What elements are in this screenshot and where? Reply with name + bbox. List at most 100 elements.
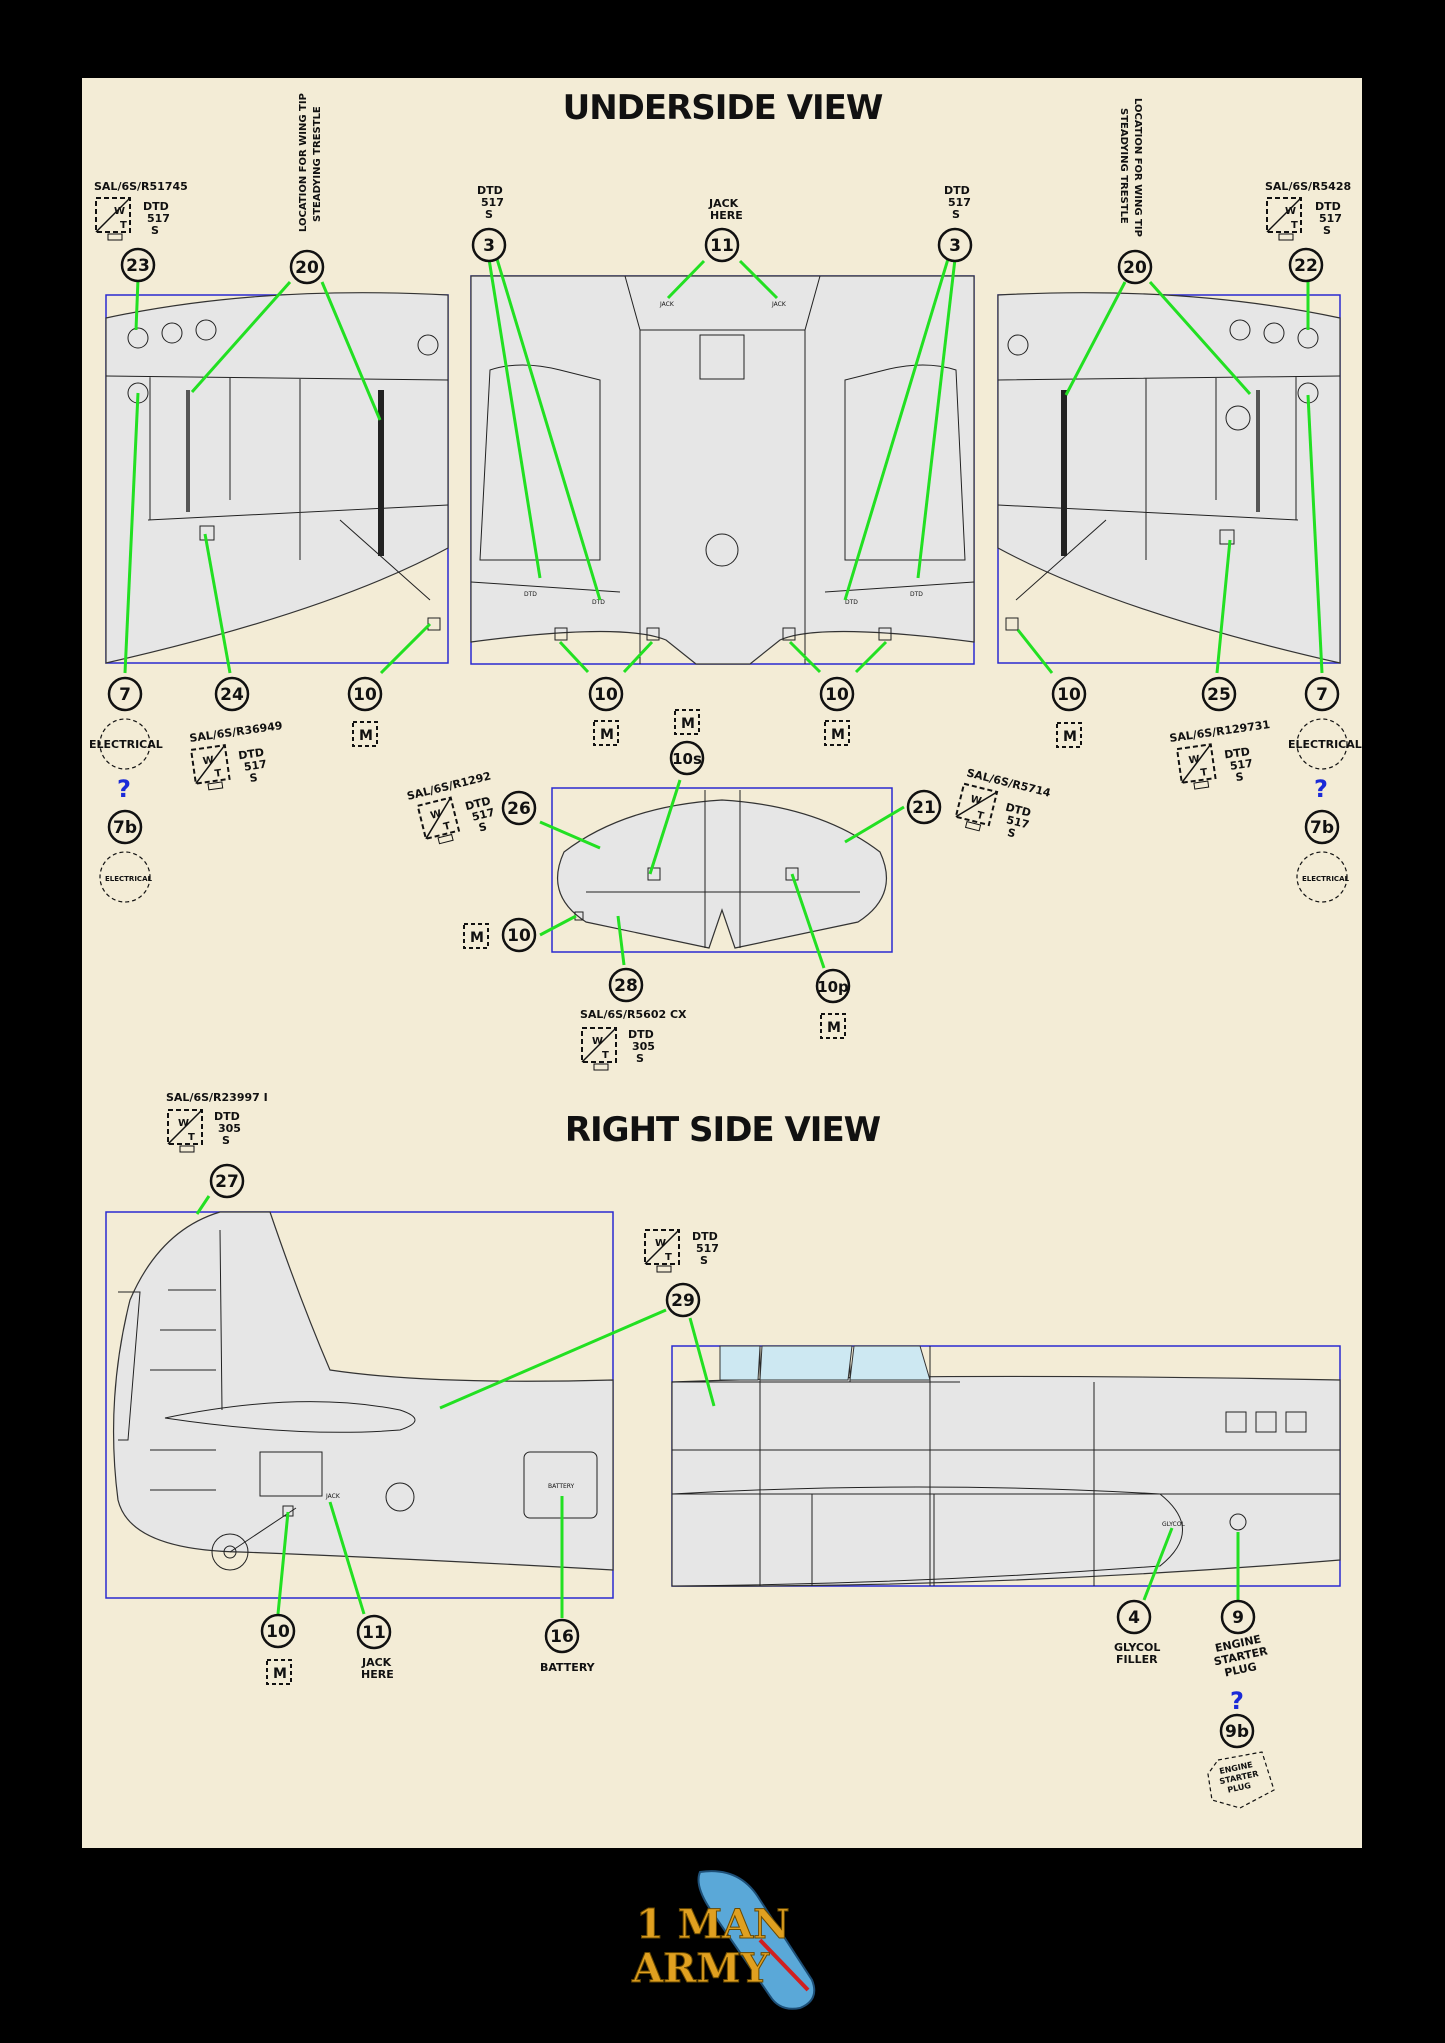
svg-text:3: 3	[483, 236, 495, 256]
svg-text:ARMY: ARMY	[631, 1945, 770, 1992]
svg-text:GLYCOL: GLYCOL	[1114, 1641, 1160, 1654]
callout-25: 25	[1201, 676, 1237, 712]
svg-text:S: S	[151, 224, 159, 237]
svg-text:DTD: DTD	[477, 184, 503, 197]
callout-20-right: 20	[1117, 249, 1153, 285]
svg-text:517: 517	[147, 212, 170, 225]
svg-text:STEADYING TRESTLE: STEADYING TRESTLE	[312, 106, 323, 222]
svg-text:HERE: HERE	[710, 209, 743, 222]
svg-text:JACK: JACK	[708, 197, 739, 210]
svg-text:S: S	[952, 208, 960, 221]
svg-text:3: 3	[949, 236, 961, 256]
callout-3-left: 3	[471, 227, 507, 263]
underside-view-heading: UNDERSIDE VIEW	[562, 88, 884, 128]
svg-text:M: M	[1063, 729, 1077, 745]
callout-7b-right: 7b	[1304, 809, 1340, 845]
callout-circles: 23 20 3 11 3 20 22 7 24 10 10 10 10 25 7…	[107, 227, 1340, 1749]
svg-text:BATTERY: BATTERY	[548, 1483, 575, 1490]
svg-text:20: 20	[295, 258, 319, 278]
callout-27: 27	[209, 1163, 245, 1199]
svg-text:DTD: DTD	[592, 599, 605, 606]
svg-text:517: 517	[1319, 212, 1342, 225]
svg-text:W: W	[114, 206, 125, 217]
svg-text:M: M	[600, 727, 614, 743]
svg-text:SAL/6S/R51745: SAL/6S/R51745	[94, 180, 188, 193]
svg-text:LOCATION FOR WING TIP: LOCATION FOR WING TIP	[298, 93, 309, 232]
svg-text:T: T	[602, 1050, 609, 1061]
svg-text:T: T	[665, 1252, 672, 1263]
svg-text:ELECTRICAL: ELECTRICAL	[89, 738, 163, 751]
svg-text:W: W	[178, 1118, 189, 1129]
svg-text:S: S	[636, 1052, 644, 1065]
svg-text:M: M	[470, 930, 484, 946]
svg-text:M: M	[359, 728, 373, 744]
svg-text:W: W	[592, 1036, 603, 1047]
svg-text:ELECTRICAL: ELECTRICAL	[105, 875, 152, 883]
svg-text:T: T	[442, 821, 451, 833]
callout-10s: 10s	[669, 740, 705, 776]
svg-text:22: 22	[1294, 256, 1318, 276]
svg-text:305: 305	[218, 1122, 241, 1135]
svg-text:ELECTRICAL: ELECTRICAL	[1288, 738, 1362, 751]
svg-text:27: 27	[215, 1172, 239, 1192]
svg-text:SAL/6S/R23997 I: SAL/6S/R23997 I	[166, 1091, 268, 1104]
svg-text:DTD: DTD	[143, 200, 169, 213]
svg-text:DTD: DTD	[845, 599, 858, 606]
callout-10-leftwing: 10	[347, 676, 383, 712]
svg-text:STEADYING TRESTLE: STEADYING TRESTLE	[1118, 108, 1129, 224]
callout-11-side: 11	[356, 1614, 392, 1650]
underside-right-wing	[997, 292, 1341, 664]
callout-3-right: 3	[937, 227, 973, 263]
svg-text:M: M	[273, 1666, 287, 1682]
svg-text:517: 517	[481, 196, 504, 209]
svg-text:DTD: DTD	[464, 794, 492, 813]
svg-text:ELECTRICAL: ELECTRICAL	[1302, 875, 1349, 883]
svg-text:S: S	[485, 208, 493, 221]
svg-text:16: 16	[550, 1627, 574, 1647]
svg-text:7: 7	[119, 685, 131, 705]
svg-text:DTD: DTD	[628, 1028, 654, 1041]
svg-text:DTD: DTD	[692, 1230, 718, 1243]
svg-text:9: 9	[1232, 1608, 1244, 1628]
svg-text:10: 10	[594, 685, 618, 705]
svg-text:BATTERY: BATTERY	[540, 1661, 596, 1674]
svg-text:7b: 7b	[113, 818, 137, 838]
svg-text:JACK: JACK	[325, 1493, 341, 1500]
callout-4: 4	[1116, 1599, 1152, 1635]
svg-text:517: 517	[471, 806, 496, 824]
svg-text:M: M	[681, 716, 695, 732]
callout-10-centre-right: 10	[819, 676, 855, 712]
svg-text:4: 4	[1128, 1608, 1140, 1628]
svg-text:11: 11	[362, 1623, 386, 1643]
svg-text:W: W	[1188, 754, 1200, 766]
callout-21: 21	[906, 789, 942, 825]
svg-text:S: S	[477, 820, 488, 835]
svg-text:29: 29	[671, 1291, 695, 1311]
callout-20-left: 20	[289, 249, 325, 285]
svg-text:S: S	[222, 1134, 230, 1147]
svg-text:10: 10	[266, 1622, 290, 1642]
svg-text:1 MAN: 1 MAN	[636, 1901, 790, 1948]
svg-text:DTD: DTD	[1223, 745, 1250, 761]
svg-text:DTD: DTD	[944, 184, 970, 197]
callout-10p: 10p	[815, 968, 851, 1004]
svg-text:JACK: JACK	[659, 301, 675, 308]
callout-28: 28	[608, 967, 644, 1003]
svg-text:FILLER: FILLER	[1116, 1653, 1158, 1666]
callout-7-left: 7	[107, 676, 143, 712]
svg-text:JACK: JACK	[771, 301, 787, 308]
svg-text:9b: 9b	[1225, 1722, 1249, 1742]
underside-tailplane	[551, 787, 893, 953]
svg-text:T: T	[120, 220, 127, 231]
one-man-army-logo: 1 MAN ARMY	[631, 1870, 816, 2010]
svg-text:DTD: DTD	[214, 1110, 240, 1123]
svg-text:DTD: DTD	[1004, 801, 1032, 820]
svg-text:517: 517	[1005, 813, 1030, 831]
callout-26: 26	[501, 790, 537, 826]
m-stencil-markers: M M M M M M M M	[266, 709, 1082, 1685]
callout-leader-lines	[123, 258, 1324, 1618]
svg-text:DTD: DTD	[910, 591, 923, 598]
svg-text:10: 10	[1057, 685, 1081, 705]
svg-text:GLYCOL: GLYCOL	[1162, 1521, 1185, 1528]
